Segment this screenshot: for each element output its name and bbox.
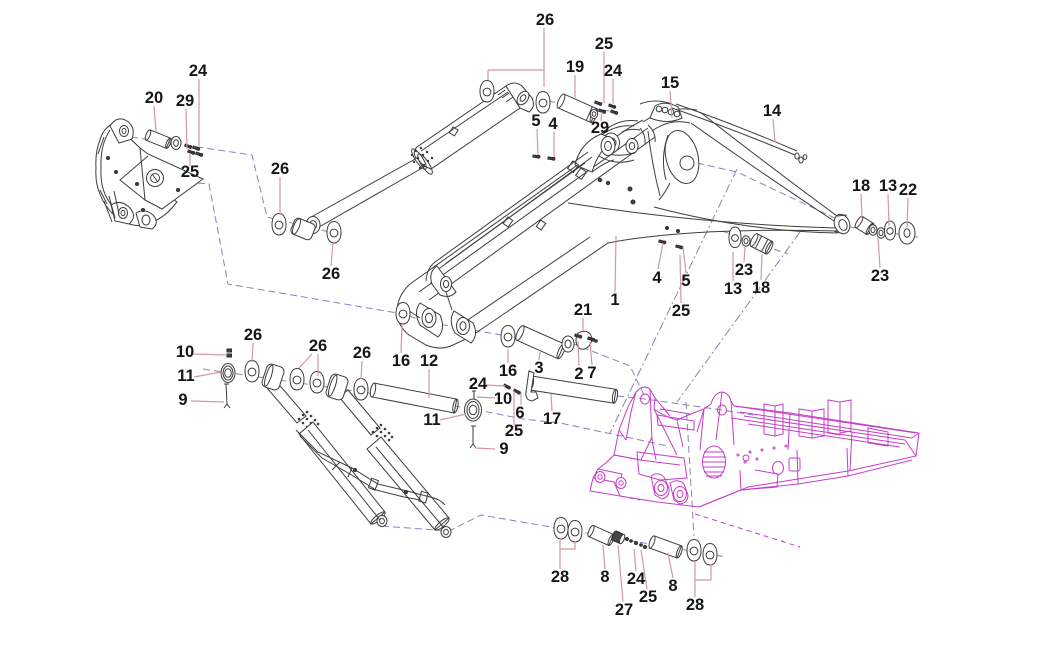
svg-text:23: 23 <box>871 267 889 285</box>
svg-text:8: 8 <box>600 568 609 586</box>
svg-text:8: 8 <box>668 577 677 595</box>
svg-text:5: 5 <box>681 272 690 290</box>
svg-text:25: 25 <box>672 302 690 320</box>
svg-text:28: 28 <box>551 568 569 586</box>
svg-text:2: 2 <box>574 365 583 383</box>
svg-text:29: 29 <box>176 92 194 110</box>
svg-text:26: 26 <box>322 265 340 283</box>
svg-text:13: 13 <box>879 177 897 195</box>
svg-text:22: 22 <box>899 181 917 199</box>
svg-text:4: 4 <box>652 269 662 287</box>
svg-text:14: 14 <box>763 102 782 120</box>
svg-text:26: 26 <box>536 11 554 29</box>
svg-text:19: 19 <box>566 58 584 76</box>
svg-text:1: 1 <box>610 291 619 309</box>
svg-text:10: 10 <box>176 343 194 361</box>
svg-text:24: 24 <box>469 375 488 393</box>
svg-text:6: 6 <box>515 404 524 422</box>
svg-text:27: 27 <box>615 601 633 619</box>
svg-text:3: 3 <box>534 359 543 377</box>
svg-text:28: 28 <box>686 596 704 614</box>
svg-text:5: 5 <box>531 112 540 130</box>
svg-text:4: 4 <box>548 115 558 133</box>
svg-text:26: 26 <box>244 326 262 344</box>
svg-text:20: 20 <box>145 89 163 107</box>
svg-text:10: 10 <box>494 390 512 408</box>
svg-text:24: 24 <box>189 62 208 80</box>
svg-text:24: 24 <box>627 570 646 588</box>
svg-text:9: 9 <box>499 440 508 458</box>
svg-text:29: 29 <box>591 119 609 137</box>
svg-text:11: 11 <box>177 367 194 385</box>
svg-text:25: 25 <box>505 422 523 440</box>
svg-text:16: 16 <box>499 362 517 380</box>
svg-text:9: 9 <box>178 391 187 409</box>
svg-text:26: 26 <box>353 344 371 362</box>
svg-text:16: 16 <box>392 352 410 370</box>
svg-text:15: 15 <box>661 74 679 92</box>
svg-text:26: 26 <box>309 337 327 355</box>
svg-text:25: 25 <box>639 588 657 606</box>
svg-text:18: 18 <box>852 177 870 195</box>
svg-text:26: 26 <box>271 160 289 178</box>
svg-text:23: 23 <box>735 261 753 279</box>
svg-text:21: 21 <box>574 301 592 319</box>
svg-text:18: 18 <box>752 279 770 297</box>
svg-text:13: 13 <box>724 280 742 298</box>
svg-text:25: 25 <box>595 35 613 53</box>
svg-text:7: 7 <box>587 364 596 382</box>
svg-text:17: 17 <box>543 410 561 428</box>
svg-text:24: 24 <box>604 62 623 80</box>
svg-text:25: 25 <box>181 163 199 181</box>
svg-text:12: 12 <box>420 352 438 370</box>
svg-text:11: 11 <box>423 411 440 429</box>
